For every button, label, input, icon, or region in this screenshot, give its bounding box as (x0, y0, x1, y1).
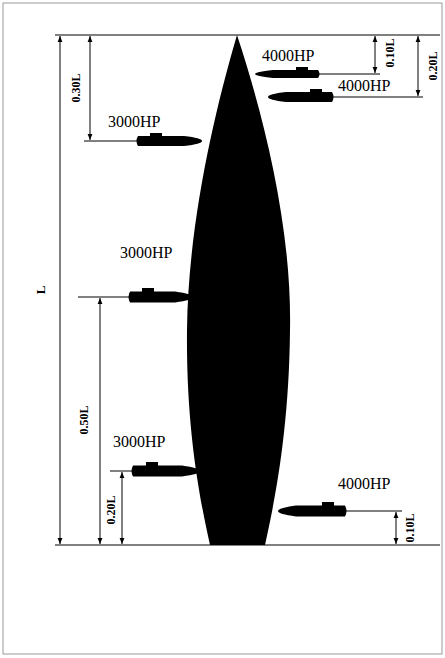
frame (3, 3, 442, 654)
dimension-line (375, 36, 376, 73)
tug-cabin (146, 462, 158, 466)
power-label: 4000HP (338, 476, 390, 492)
tug-boat (268, 92, 334, 102)
top-reference-line (55, 35, 440, 36)
dimension-line (100, 298, 101, 544)
dimension-label: 0.10L (404, 513, 416, 542)
tug-boat (129, 292, 194, 303)
dimension-line (122, 472, 123, 544)
tug-boat (132, 466, 201, 477)
extension-line (84, 141, 138, 142)
tug-boat (137, 136, 203, 146)
power-label: 3000HP (108, 114, 160, 130)
barge-hull (187, 35, 290, 545)
tug-boat (278, 506, 347, 517)
tug-cabin (150, 133, 162, 137)
extension-line (319, 74, 380, 75)
dimension-label: 0.50L (78, 405, 90, 434)
power-label: 3000HP (120, 245, 172, 261)
dimension-label: 0.30L (70, 73, 82, 102)
dimension-line (418, 36, 419, 96)
power-label: 3000HP (113, 434, 165, 450)
extension-line (78, 297, 130, 298)
reference-lines (55, 35, 440, 545)
extension-line (110, 471, 133, 472)
extension-line (333, 97, 423, 98)
power-label: 4000HP (338, 78, 390, 94)
tug-cabin (142, 288, 154, 292)
dimension-lines (60, 36, 423, 544)
dimension-line (396, 512, 397, 544)
dimension-label: 0.20L (105, 495, 117, 524)
dimension-label: 0.20L (427, 51, 439, 80)
power-label: 4000HP (262, 48, 314, 64)
dimension-label: L (34, 286, 47, 295)
tug-boat (255, 70, 320, 78)
extension-line (346, 511, 402, 512)
dimension-line (60, 36, 61, 544)
dimension-label: 0.10L (384, 38, 396, 67)
tug-cabin (296, 67, 308, 71)
tug-cabin (310, 89, 322, 93)
dimension-line (90, 36, 91, 140)
tug-cabin (322, 502, 334, 506)
